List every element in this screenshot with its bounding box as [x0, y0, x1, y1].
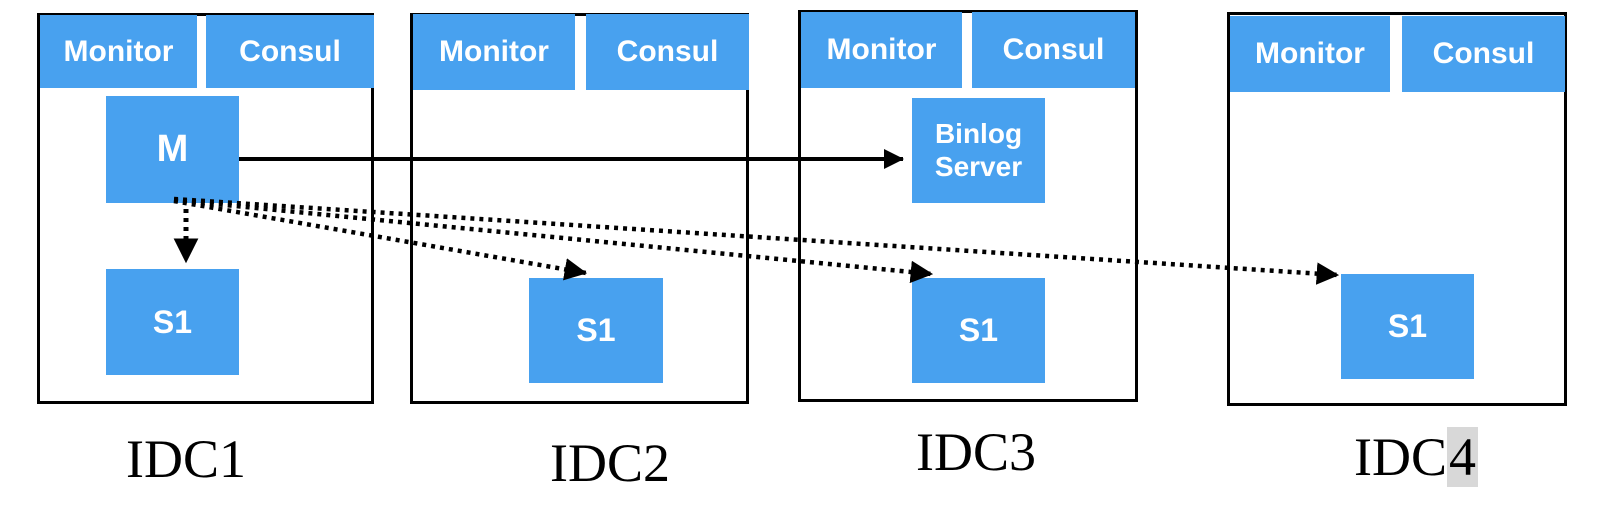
idc4-label: IDC4: [1354, 426, 1478, 488]
idc4-monitor-label: Monitor: [1255, 37, 1365, 70]
idc2-label: IDC2: [550, 433, 670, 493]
idc1-label: IDC1: [126, 429, 246, 489]
idc2-slave-node: S1: [529, 278, 663, 383]
idc4-consul-label: Consul: [1432, 37, 1535, 70]
idc3-monitor-node: Monitor: [801, 12, 962, 88]
idc1-monitor-node: Monitor: [40, 15, 197, 88]
idc3-binlog-server-label: Binlog Server: [934, 118, 1023, 182]
idc3-monitor-label: Monitor: [826, 33, 937, 66]
idc4-monitor-node: Monitor: [1230, 16, 1390, 92]
idc1-slave-node: S1: [106, 269, 239, 375]
idc1-master-label: M: [156, 128, 189, 170]
idc3-label: IDC3: [916, 422, 1036, 482]
idc4-slave-label: S1: [1387, 308, 1428, 344]
idc1-consul-label: Consul: [239, 34, 341, 68]
idc1-master-node: M: [106, 96, 239, 203]
idc3-binlog-server-node: Binlog Server: [912, 98, 1045, 203]
idc4-label-plain: IDC: [1354, 427, 1447, 487]
idc2-slave-label: S1: [576, 312, 616, 348]
idc3-slave-label: S1: [958, 312, 999, 348]
idc2-consul-node: Consul: [586, 14, 749, 90]
idc1-consul-node: Consul: [206, 15, 374, 88]
idc4-label-highlighted-digit: 4: [1447, 427, 1478, 487]
idc1-monitor-label: Monitor: [63, 34, 174, 68]
idc3-consul-node: Consul: [972, 12, 1135, 88]
idc2-monitor-label: Monitor: [439, 35, 549, 68]
idc2-consul-label: Consul: [616, 35, 719, 68]
idc1-slave-label: S1: [152, 303, 193, 340]
idc4-consul-node: Consul: [1402, 16, 1565, 92]
idc3-consul-label: Consul: [1002, 33, 1105, 66]
idc3-slave-node: S1: [912, 278, 1045, 383]
idc2-monitor-node: Monitor: [413, 14, 575, 90]
idc4-slave-node: S1: [1341, 274, 1474, 379]
